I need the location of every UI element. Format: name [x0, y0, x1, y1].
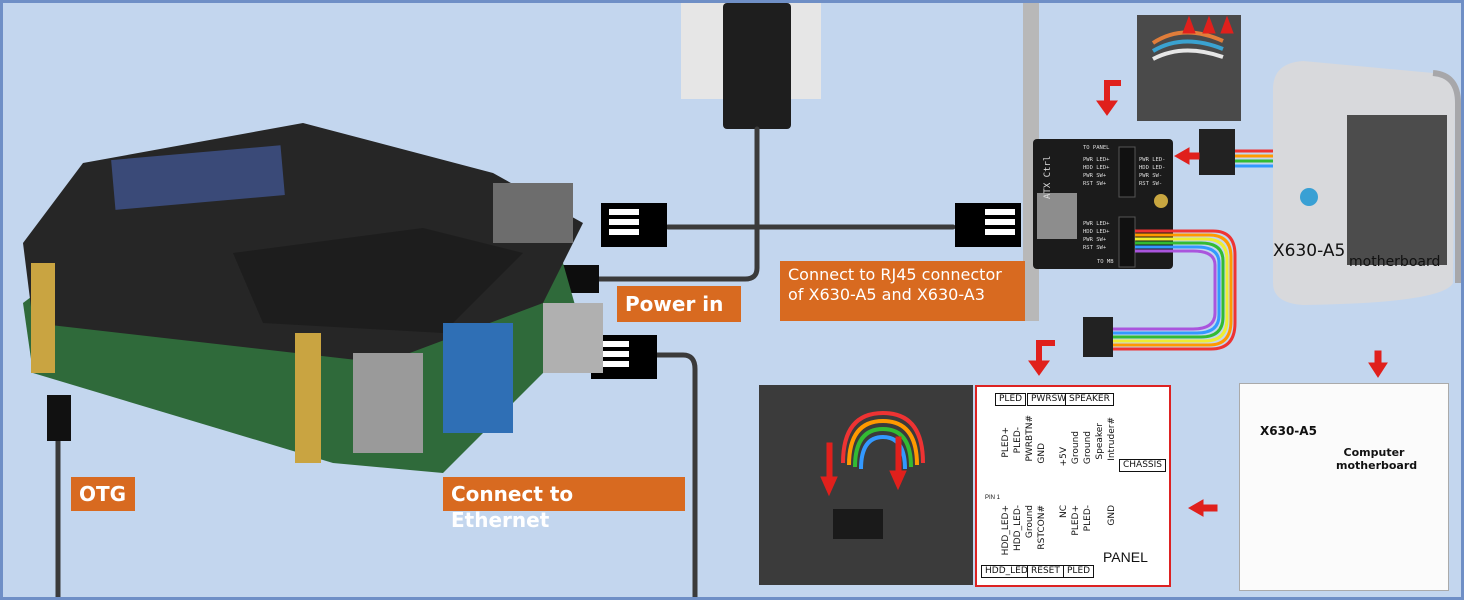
- atx-left-pin-2: HDD LED+: [1083, 165, 1110, 171]
- motherboard-caption: Computer motherboard: [1336, 446, 1418, 472]
- red-arrows: [820, 15, 1388, 517]
- atx-to-panel: TO PANEL: [1083, 145, 1110, 151]
- otg-plug: [47, 395, 71, 441]
- power-adapter: [681, 3, 821, 129]
- panel-chassis-label: CHASSIS: [1119, 459, 1167, 472]
- rainbow-ribbon: [1083, 129, 1273, 357]
- panel-bottom-pin-1: HDD_LED+: [1001, 505, 1011, 556]
- power-in-label: Power in: [617, 286, 741, 322]
- atx-lower-pin-2: HDD LED+: [1083, 229, 1110, 235]
- rj45-plug-icon-left: [601, 203, 667, 247]
- panel-top-pin-5: +5V: [1059, 447, 1069, 467]
- atx-right-pin-2: HDD LED-: [1139, 165, 1166, 171]
- atx-left-pin-4: RST SW+: [1083, 181, 1107, 187]
- panel-group-reset: RESET: [1027, 565, 1064, 578]
- atx-title: ATX Ctrl: [1043, 155, 1053, 199]
- motherboard-diagram: X630-A5 Computer motherboard: [1239, 383, 1449, 591]
- panel-name: PANEL: [1103, 549, 1148, 565]
- atx-to-mb: TO MB: [1097, 259, 1114, 265]
- panel-top-pin-9: Intruder#: [1107, 417, 1117, 461]
- panel-pinout: PLED PWRSW SPEAKER PLED+ PLED- PWRBTN# G…: [975, 385, 1171, 587]
- atx-right-pin-1: PWR LED-: [1139, 157, 1166, 163]
- atx-right-pin-3: PWR SW-: [1139, 173, 1163, 179]
- panel-top-pin-7: Ground: [1083, 431, 1093, 465]
- panel-top-pin-6: Ground: [1071, 431, 1081, 465]
- panel-bottom-pin-3: Ground: [1025, 505, 1035, 539]
- motherboard-model: X630-A5: [1260, 424, 1317, 438]
- panel-bottom-pin-7: PLED-: [1083, 505, 1093, 532]
- panel-bottom-pin-8: GND: [1107, 505, 1117, 526]
- rj45-label: Connect to RJ45 connector of X630-A5 and…: [780, 261, 1025, 321]
- atx-lower-pin-3: PWR SW+: [1083, 237, 1107, 243]
- panel-group-pwrsw: PWRSW: [1027, 393, 1071, 406]
- computer-case: [1273, 61, 1461, 305]
- panel-top-pin-1: PLED+: [1001, 427, 1011, 458]
- atx-right-pin-4: RST SW-: [1139, 181, 1163, 187]
- case-caption: motherboard: [1349, 254, 1441, 270]
- panel-bottom-pin-5: NC: [1059, 505, 1069, 519]
- panel-top-pin-2: PLED-: [1013, 427, 1023, 454]
- raspberry-pi-stack: [23, 123, 603, 473]
- case-model: X630-A5: [1273, 241, 1346, 261]
- panel-group-pled-bottom: PLED: [1063, 565, 1095, 578]
- panel-bottom-pin-4: RSTCON#: [1037, 505, 1047, 550]
- photo-header-closeup: [759, 385, 973, 585]
- atx-lower-pin-4: RST SW+: [1083, 245, 1107, 251]
- rj45-label-line1: Connect to RJ45 connector: [788, 265, 1002, 284]
- panel-top-pin-8: Speaker: [1095, 423, 1105, 460]
- panel-pin1-label: PIN 1: [985, 495, 1001, 501]
- atx-left-pin-1: PWR LED+: [1083, 157, 1110, 163]
- panel-top-pin-3: PWRBTN#: [1025, 415, 1035, 462]
- panel-top-pin-4: GND: [1037, 443, 1047, 464]
- panel-group-speaker: SPEAKER: [1065, 393, 1114, 406]
- panel-group-pled: PLED: [995, 393, 1027, 406]
- rj45-plug-icon-right: [955, 203, 1021, 247]
- rj45-label-line2: of X630-A5 and X630-A3: [788, 285, 985, 304]
- panel-group-hdd-led: HDD_LED: [981, 565, 1032, 578]
- otg-label: OTG: [71, 477, 135, 511]
- ethernet-label: Connect to Ethernet: [443, 477, 685, 532]
- atx-left-pin-3: PWR SW+: [1083, 173, 1107, 179]
- panel-bottom-pin-2: HDD_LED-: [1013, 505, 1023, 552]
- panel-bottom-pin-6: PLED+: [1071, 505, 1081, 536]
- cables: [55, 126, 956, 597]
- atx-lower-pin-1: PWR LED+: [1083, 221, 1110, 227]
